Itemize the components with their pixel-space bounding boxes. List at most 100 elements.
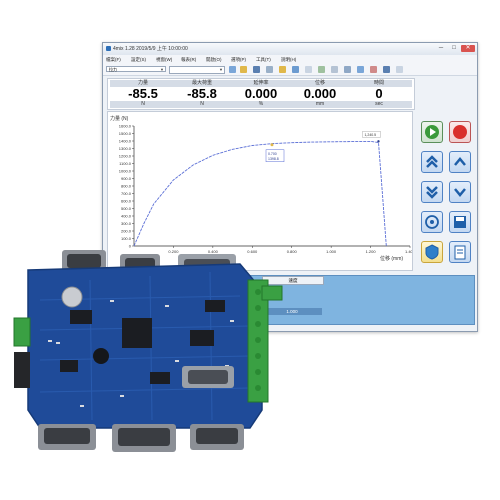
db-connector-middle bbox=[182, 366, 234, 388]
x-tick-label: 0.400 bbox=[208, 249, 219, 254]
x-tick-label: 0.800 bbox=[287, 249, 298, 254]
save-icon[interactable] bbox=[253, 66, 260, 73]
annotation-label: 1,240.5 bbox=[364, 133, 376, 137]
report-button[interactable] bbox=[449, 241, 471, 263]
menu-item-open[interactable]: 開啟(O) bbox=[206, 57, 222, 62]
menu-item-report[interactable]: 報表(R) bbox=[181, 57, 197, 62]
x-tick-label: 1.200 bbox=[366, 249, 377, 254]
y-tick-label: 1200.0 bbox=[119, 154, 132, 159]
spec-select[interactable]: ▼ bbox=[169, 66, 225, 74]
y-tick-label: 600.0 bbox=[121, 199, 132, 204]
report-icon bbox=[454, 245, 466, 260]
buzzer bbox=[93, 348, 109, 364]
ic-chip bbox=[190, 330, 214, 346]
status-cell-label: 速度 bbox=[262, 276, 324, 285]
readout-value: 0.000 bbox=[303, 86, 337, 101]
readout-max-load: 最大荷重 -85.8 N bbox=[167, 79, 237, 109]
print-icon[interactable] bbox=[266, 66, 273, 73]
menu-item-view[interactable]: 視窗(W) bbox=[156, 57, 173, 62]
y-tick-label: 400.0 bbox=[121, 214, 132, 219]
test-type-value: 拉力 bbox=[109, 67, 117, 72]
down-icon bbox=[454, 188, 466, 197]
disk-icon[interactable] bbox=[383, 66, 390, 73]
y-tick-label: 100.0 bbox=[121, 236, 132, 241]
y-tick-label: 200.0 bbox=[121, 229, 132, 234]
maximize-button[interactable]: □ bbox=[452, 45, 456, 51]
readout-displacement: 位移 0.000 mm bbox=[285, 79, 355, 109]
y-tick-label: 1600.0 bbox=[119, 124, 132, 129]
fast-up-button[interactable] bbox=[421, 151, 443, 173]
menu-item-tools[interactable]: 工具(T) bbox=[256, 57, 271, 62]
chart-icon[interactable] bbox=[292, 66, 299, 73]
export-icon[interactable] bbox=[318, 66, 325, 73]
up-button[interactable] bbox=[449, 151, 471, 173]
status-panel: 速度 1.000 bbox=[223, 275, 475, 325]
y-tick-label: 1500.0 bbox=[119, 131, 132, 136]
status-cell-value: 1.000 bbox=[262, 308, 322, 315]
open-icon[interactable] bbox=[240, 66, 247, 73]
folder-icon[interactable] bbox=[279, 66, 286, 73]
coin-battery bbox=[61, 286, 83, 308]
readout-force: 力量 -85.5 N bbox=[108, 79, 178, 109]
menu-item-file[interactable]: 檔案(F) bbox=[106, 57, 121, 62]
x-tick-label: 0.600 bbox=[247, 249, 258, 254]
minimize-button[interactable]: ─ bbox=[438, 45, 444, 51]
help-icon[interactable] bbox=[396, 66, 403, 73]
readout-unit: mm bbox=[287, 101, 353, 108]
save-data-button[interactable] bbox=[449, 211, 471, 233]
test-type-select[interactable]: 拉力 ▼ bbox=[106, 66, 166, 72]
run-button[interactable] bbox=[421, 121, 443, 143]
readout-label: 延伸率 bbox=[228, 80, 294, 87]
chart-svg: 力量 (N)位移 (mm)0100.0200.0300.0400.0500.06… bbox=[110, 115, 416, 262]
ic-chip bbox=[60, 360, 78, 372]
readout-label: 力量 bbox=[110, 80, 176, 87]
return-button[interactable] bbox=[421, 211, 443, 233]
ic-chip bbox=[150, 372, 170, 384]
delete-icon[interactable] bbox=[370, 66, 377, 73]
fast-down-button[interactable] bbox=[421, 181, 443, 203]
y-tick-label: 900.0 bbox=[121, 176, 132, 181]
return-icon bbox=[425, 215, 439, 229]
x-axis-label: 位移 (mm) bbox=[380, 255, 403, 262]
zoom-icon[interactable] bbox=[305, 66, 312, 73]
readout-time: 時間 0 sec bbox=[344, 79, 414, 109]
table-icon[interactable] bbox=[344, 66, 351, 73]
readout-panel: 力量 -85.5 N 最大荷重 -85.8 N 延伸率 0.000 % 位移 0… bbox=[107, 78, 415, 110]
y-tick-label: 1400.0 bbox=[119, 139, 132, 144]
y-tick-label: 1000.0 bbox=[119, 169, 132, 174]
annotation-box bbox=[265, 149, 285, 162]
save-icon bbox=[454, 216, 466, 228]
copy-icon[interactable] bbox=[331, 66, 338, 73]
close-button[interactable]: ✕ bbox=[461, 45, 475, 52]
new-icon[interactable] bbox=[229, 66, 236, 73]
x-tick-label: 1.000 bbox=[326, 249, 337, 254]
db-connector-bottom bbox=[38, 424, 244, 452]
readout-unit: N bbox=[169, 101, 235, 108]
x-tick-label: 0.200 bbox=[168, 249, 179, 254]
readout-label: 時間 bbox=[346, 80, 412, 87]
y-tick-label: 700.0 bbox=[121, 191, 132, 196]
settings-icon[interactable] bbox=[357, 66, 364, 73]
y-tick-label: 300.0 bbox=[121, 221, 132, 226]
menu-item-options[interactable]: 選項(P) bbox=[231, 57, 246, 62]
protect-button[interactable] bbox=[421, 241, 443, 263]
menu-item-settings[interactable]: 設定(S) bbox=[131, 57, 146, 62]
marker-point bbox=[377, 140, 380, 143]
shield-icon bbox=[425, 244, 439, 260]
readout-value: 0.000 bbox=[244, 86, 278, 101]
stop-button[interactable] bbox=[449, 121, 471, 143]
down-button[interactable] bbox=[449, 181, 471, 203]
marker-point bbox=[270, 143, 274, 147]
y-tick-label: 1300.0 bbox=[119, 146, 132, 151]
annotation-label: 0.700 bbox=[268, 152, 277, 156]
double-up-icon bbox=[426, 155, 438, 168]
annotation-label: 1398.8 bbox=[268, 157, 279, 161]
readout-unit: N bbox=[110, 101, 176, 108]
menu-item-help[interactable]: 說明(H) bbox=[281, 57, 297, 62]
readout-value: -85.8 bbox=[187, 86, 217, 101]
y-tick-label: 500.0 bbox=[121, 206, 132, 211]
chevron-down-icon: ▼ bbox=[219, 67, 223, 72]
readout-label: 位移 bbox=[287, 80, 353, 87]
x-tick-label: 1.400 bbox=[405, 249, 412, 254]
